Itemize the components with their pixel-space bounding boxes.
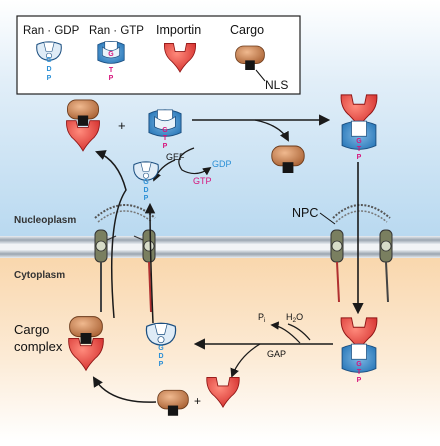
legend-nls-label: NLS [265,78,288,92]
legend-gdp-letter: P [47,75,52,82]
gef-label: GEF [166,152,185,162]
gtp-letter: T [163,135,168,142]
inner-membrane [0,236,440,244]
gtp-letter: P [357,377,362,384]
legend-gtp-letter: T [109,67,114,74]
pi-label: Pi [258,312,265,324]
plus-sign-bottom: + [194,394,201,408]
legend-gdp-letter: G [46,57,52,64]
legend-gdp-letter: D [46,66,51,73]
arrow-import-up [95,150,127,319]
legend-ran-gdp-label: Ran · GDP [23,25,80,37]
outer-membrane [0,250,440,258]
legend-importin-label: Importin [156,23,201,37]
arrow-pi-release [270,321,301,344]
gtp-letter: T [357,146,362,153]
gtp-letter: P [357,154,362,161]
gtp-letter: G [162,127,168,134]
ran-gdp-cytoplasm [145,322,177,346]
plus-sign-top: + [118,118,126,133]
gtp-letter: T [357,369,362,376]
gef-gtp-label: GTP [193,176,212,186]
gef-gdp-label: GDP [212,159,232,169]
ran-gdp-nucleus [133,161,159,181]
arrow-release-cargo [254,119,289,142]
gdp-letter: D [143,187,148,194]
gtp-letter: P [163,143,168,150]
gtp-letter: G [356,138,362,145]
cytoplasm-label: Cytoplasm [14,270,65,281]
legend-ran-gtp-label: Ran · GTP [89,25,144,37]
gdp-letter: P [144,195,149,202]
npc-label: NPC [292,206,318,220]
gtp-letter: G [356,361,362,368]
cargo-complex-label-line1: Cargo [14,322,49,337]
gdp-letter: G [158,345,164,352]
arrow-importin-release [230,343,261,378]
gdp-letter: G [143,179,149,186]
npc-left [94,204,156,313]
arrow-ran-gdp-entry [152,159,176,182]
legend-gtp-letter: G [108,51,114,58]
h2o-label: H2O [286,312,303,324]
npc-right [330,204,393,303]
gdp-letter: P [159,361,164,368]
nucleoplasm-label: Nucleoplasm [14,215,76,226]
arrow-ran-gdp-up [144,202,156,324]
gef-curve [178,147,212,176]
gap-label: GAP [267,349,286,359]
legend-cargo-label: Cargo [230,23,264,37]
arrow-complex-formation [92,376,157,403]
gdp-letter: D [158,353,163,360]
cargo-complex-label-line2: complex [14,339,63,354]
legend: Ran · GDP Ran · GTP Importin Cargo NLS D… [16,15,301,95]
legend-gtp-letter: P [109,75,114,82]
